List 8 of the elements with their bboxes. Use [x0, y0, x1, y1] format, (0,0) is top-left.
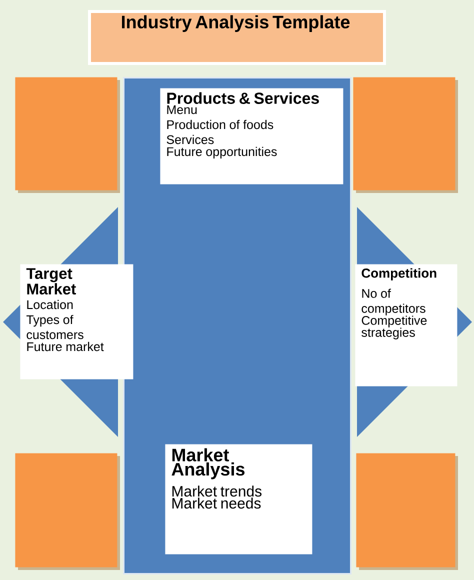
- panel: [356, 453, 456, 568]
- panel: [15, 453, 118, 568]
- panel: [15, 77, 118, 190]
- text-box: Target Market Location Types of customers Future market: [20, 264, 134, 380]
- text-box: Products & Services Menu Production of foods Services Future opportunities: [160, 88, 344, 184]
- title-box: Industry Analysis Template: [88, 10, 386, 65]
- panel: [353, 77, 456, 190]
- text-box: Market Analysis Market trends Market needs: [165, 444, 312, 554]
